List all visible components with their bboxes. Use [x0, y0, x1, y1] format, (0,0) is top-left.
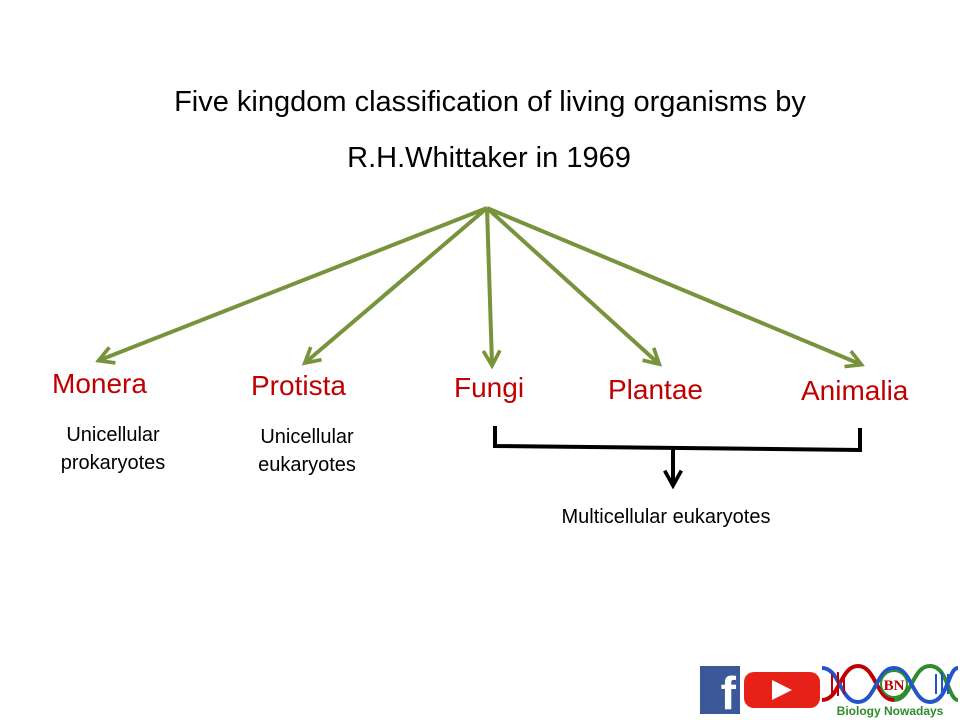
arrow-to-fungi [487, 207, 492, 364]
arrow-to-plantae [485, 206, 658, 363]
monera-description-line-1: Unicellular [66, 424, 160, 446]
title-line-2: R.H.Whittaker in 1969 [347, 142, 631, 174]
youtube-icon[interactable] [744, 672, 820, 708]
kingdom-animalia: Animalia [801, 375, 909, 406]
brand-badge: BN [884, 678, 905, 694]
dna-logo-icon: BN [821, 663, 959, 705]
kingdom-fungi: Fungi [454, 372, 525, 403]
social-logos: f BN Biology Nowadays [700, 660, 960, 720]
arrow-to-monera [100, 206, 488, 360]
protista-description: Unicellular eukaryotes [246, 423, 368, 479]
kingdom-protista: Protista [251, 370, 346, 401]
kingdom-monera: Monera [52, 368, 147, 399]
protista-description-line-2: eukaryotes [258, 454, 356, 476]
protista-description-line-1: Unicellular [260, 426, 354, 448]
multicellular-label: Multicellular eukaryotes [561, 506, 771, 528]
title-line-1: Five kingdom classification of living or… [174, 86, 806, 118]
kingdom-plantae: Plantae [608, 374, 703, 405]
monera-description: Unicellular prokaryotes [50, 421, 176, 477]
youtube-play-icon [772, 680, 792, 700]
monera-description-line-2: prokaryotes [60, 452, 166, 474]
facebook-icon[interactable]: f [700, 666, 740, 714]
brand-name: Biology Nowadays [836, 704, 944, 718]
arrow-to-animalia [486, 206, 860, 364]
arrow-to-protista [306, 206, 489, 362]
multicellular-bracket [493, 426, 862, 453]
